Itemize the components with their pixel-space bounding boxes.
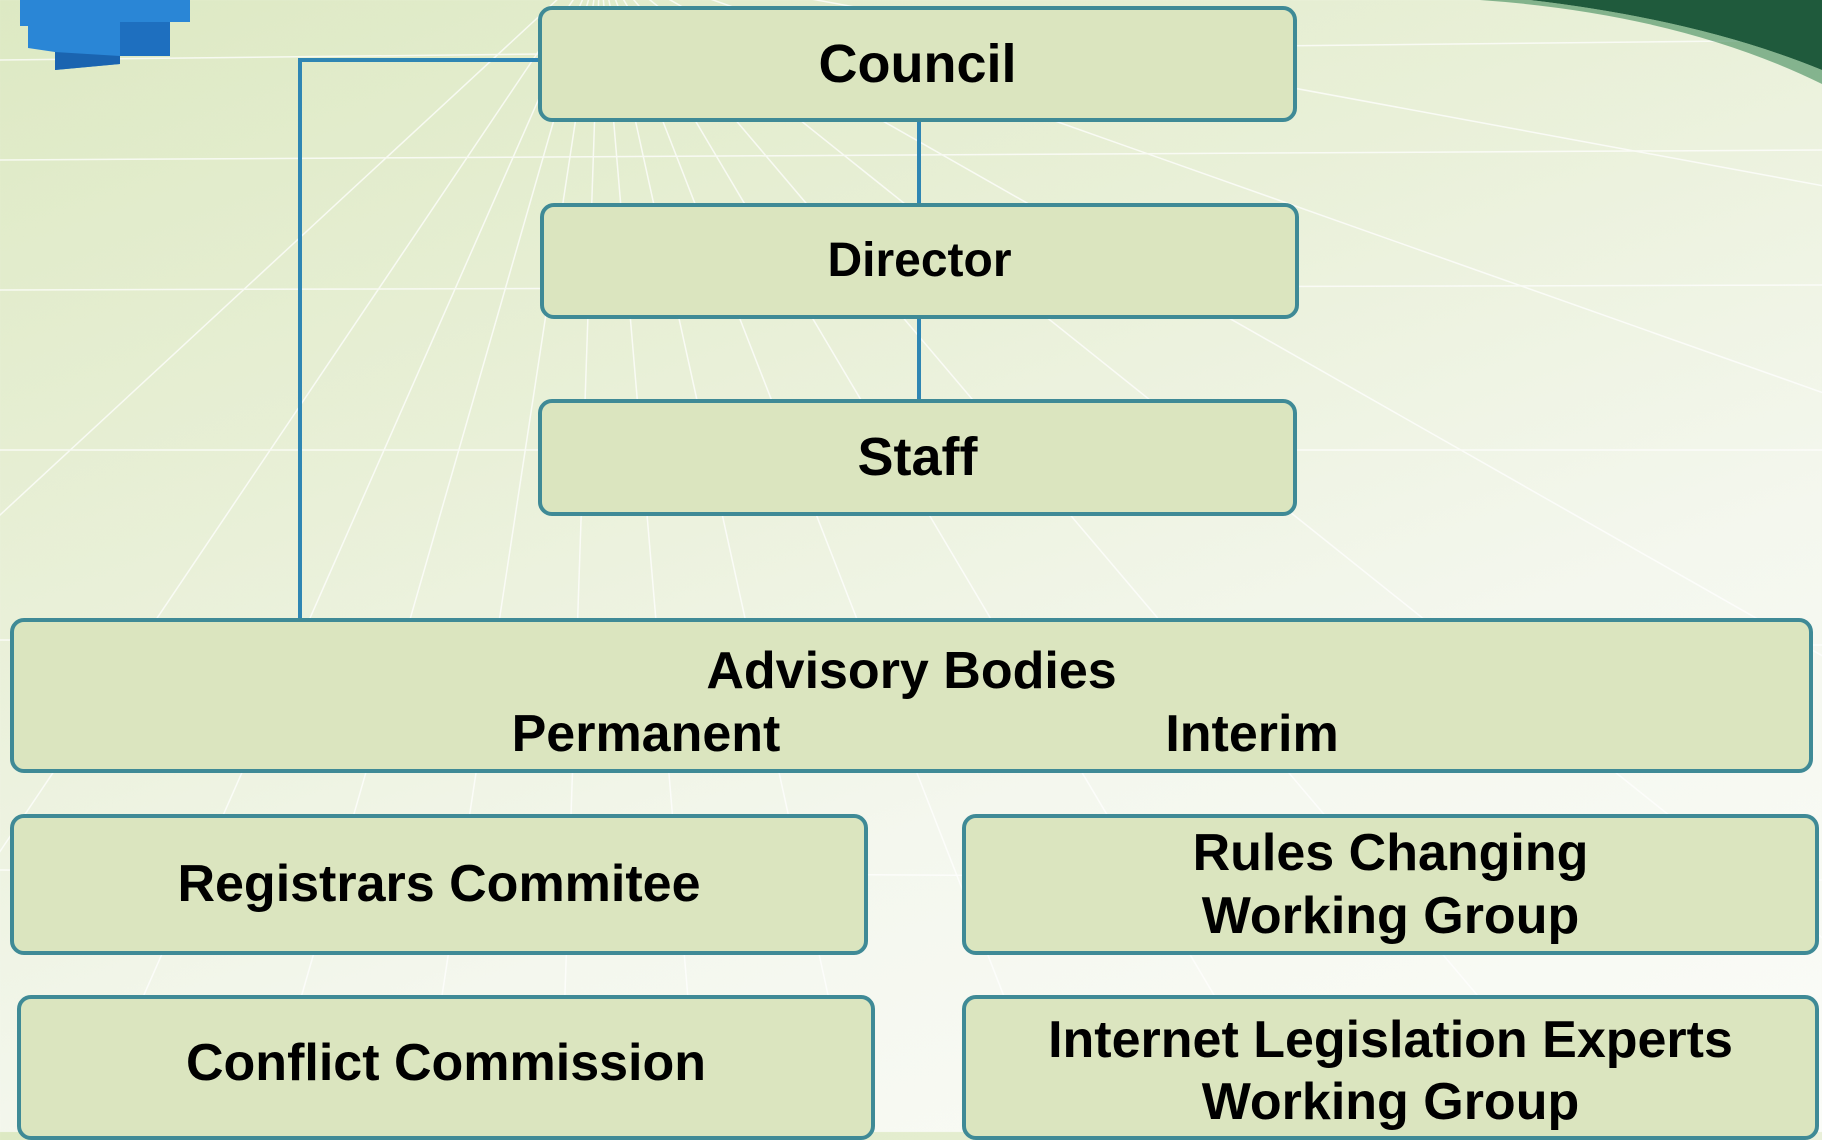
- interim-label: Interim: [1165, 705, 1339, 763]
- internet-legislation-line2: Working Group: [1201, 1073, 1580, 1132]
- staff-box: Staff: [538, 399, 1297, 516]
- rules-changing-line1: Rules Changing: [1192, 824, 1589, 883]
- rules-changing-box: Rules Changing Working Group: [962, 814, 1819, 955]
- logo-fragment: [20, 0, 190, 70]
- advisory-bodies-box: Advisory Bodies Permanent Interim: [10, 618, 1813, 773]
- registrars-committee-label: Registrars Commitee: [177, 855, 701, 914]
- registrars-committee-box: Registrars Commitee: [10, 814, 868, 955]
- director-label: Director: [827, 234, 1012, 288]
- council-box: Council: [538, 6, 1297, 122]
- internet-legislation-line1: Internet Legislation Experts: [1048, 1011, 1733, 1069]
- internet-legislation-box: Internet Legislation Experts Working Gro…: [962, 995, 1819, 1140]
- rules-changing-line2: Working Group: [1201, 886, 1580, 945]
- staff-label: Staff: [857, 427, 978, 488]
- council-label: Council: [818, 33, 1017, 94]
- permanent-label: Permanent: [511, 705, 781, 763]
- connector-council-advisory: [298, 58, 540, 620]
- director-box: Director: [540, 203, 1299, 319]
- conflict-commission-box: Conflict Commission: [17, 995, 875, 1140]
- corner-swoosh: [1530, 0, 1822, 70]
- advisory-bodies-title: Advisory Bodies: [706, 642, 1117, 700]
- conflict-commission-label: Conflict Commission: [185, 1034, 707, 1093]
